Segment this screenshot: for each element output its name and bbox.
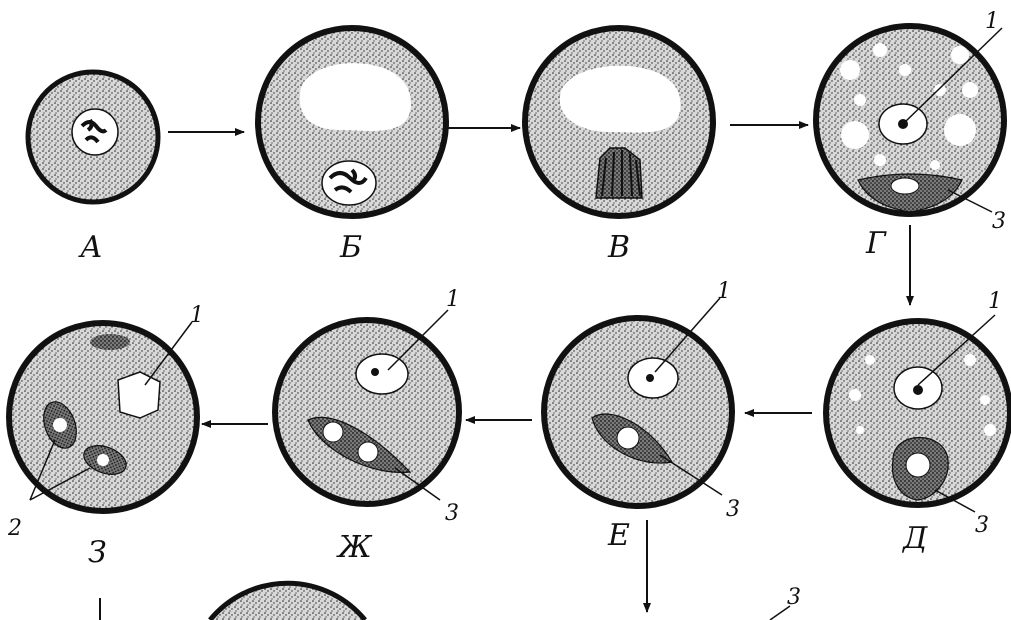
callout-e-1: 1: [717, 279, 731, 304]
cell-stage-z: [9, 322, 197, 511]
callout-g-3: 3: [992, 209, 1006, 234]
stage-label-z: З: [88, 535, 107, 570]
cell-stage-b: [258, 28, 446, 216]
stage-label-zh: Ж: [336, 530, 373, 565]
callout-zh-1: 1: [446, 287, 460, 312]
callout-d-1: 1: [988, 289, 1002, 314]
callout-zh-3: 3: [445, 501, 459, 526]
stage-label-v: В: [607, 230, 630, 265]
nucleus: [72, 109, 118, 155]
callout-z-2: 2: [7, 516, 22, 541]
stage-label-b: Б: [339, 230, 362, 265]
stage-label-g: Г: [865, 226, 887, 261]
stage-label-e: Е: [607, 518, 630, 553]
callout-d-3: 3: [975, 513, 989, 538]
stage-label-d: Д: [901, 521, 928, 556]
callout-g-1: 1: [985, 9, 999, 34]
cell-stage-d: [826, 315, 1010, 512]
cell-stage-v: [525, 28, 713, 216]
cell-partial-bottom: [210, 583, 365, 620]
vegetative-nucleus: [356, 354, 408, 394]
cell-stage-e: [544, 298, 732, 506]
dark-spot: [90, 334, 130, 350]
vegetative-nucleus: [118, 372, 160, 418]
vacuole: [560, 66, 681, 133]
cell-stage-a: [28, 72, 158, 202]
cell-stage-zh: [275, 310, 459, 504]
callout-bottom-3: 3: [787, 585, 801, 610]
stage-label-a: А: [78, 230, 103, 265]
callout-z-1: 1: [190, 303, 204, 328]
callout-e-3: 3: [726, 497, 740, 522]
nucleus: [322, 161, 376, 205]
cell-stage-g: [816, 26, 1004, 214]
